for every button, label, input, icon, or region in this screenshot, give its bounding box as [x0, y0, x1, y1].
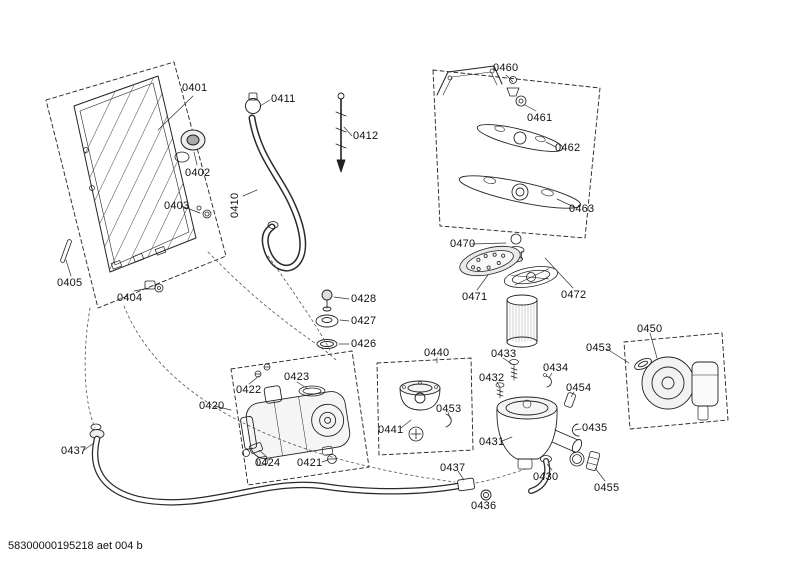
seal-0426: [316, 339, 338, 349]
spray-arm-0462: [476, 124, 564, 152]
pin-0454: [564, 392, 576, 408]
sump-assembly: [495, 359, 601, 494]
clip-0453-valve: [445, 413, 452, 428]
clip-0434: [543, 373, 552, 388]
upper-spray-assembly: [436, 65, 582, 209]
o-ring-0423: [298, 385, 326, 397]
box-0450: [623, 332, 729, 430]
box-0440: [376, 357, 474, 456]
ring-0436: [480, 489, 492, 501]
impeller-0441: [408, 426, 424, 442]
heat-pump-assembly: [240, 363, 351, 466]
tub-panel-assembly: [60, 75, 212, 293]
bearing-0461: [515, 95, 527, 107]
hose-end-fitting: [267, 221, 279, 229]
cap-0427: [315, 314, 339, 328]
element-0412: [335, 92, 347, 173]
pin-0405: [60, 239, 72, 263]
box-0401: [45, 61, 227, 309]
elbow-0430: [528, 455, 552, 494]
spray-arm-0463: [458, 175, 582, 209]
clip-0435: [572, 423, 580, 437]
screw-0421: [327, 454, 337, 464]
document-code: 58300000195218 aet 004 b: [8, 540, 143, 552]
hose-connector: [457, 477, 475, 492]
screws-0422: [254, 363, 271, 378]
cap-0428: [321, 289, 333, 312]
micro-filter-0472: [506, 294, 538, 348]
coarse-filter-0471: [459, 245, 521, 277]
leader-lines: [65, 74, 658, 482]
funnel-0460: [506, 76, 520, 97]
valve-0404: [144, 280, 164, 293]
screw-0432: [495, 382, 505, 399]
bracket-0424: [242, 442, 263, 457]
aquastop-assembly: [634, 356, 719, 421]
box-0460: [432, 69, 601, 239]
group-boxes: [45, 61, 729, 486]
valve-assembly-0440: [399, 380, 452, 442]
grommet-0402: [174, 129, 206, 163]
clamp-screw: [248, 92, 258, 101]
filter-assembly: [459, 233, 559, 348]
supply-hose-assembly: [89, 423, 492, 506]
drain-hose-assembly: [245, 92, 307, 272]
fitting-0403: [196, 205, 212, 219]
screw-0433: [509, 359, 519, 381]
filter-collar: [503, 266, 559, 288]
seal-kit-0455: [569, 451, 601, 471]
seal-stack: [315, 289, 339, 349]
assembly-relation-curves: [84, 251, 529, 484]
hose-clamp-0411: [245, 98, 261, 114]
